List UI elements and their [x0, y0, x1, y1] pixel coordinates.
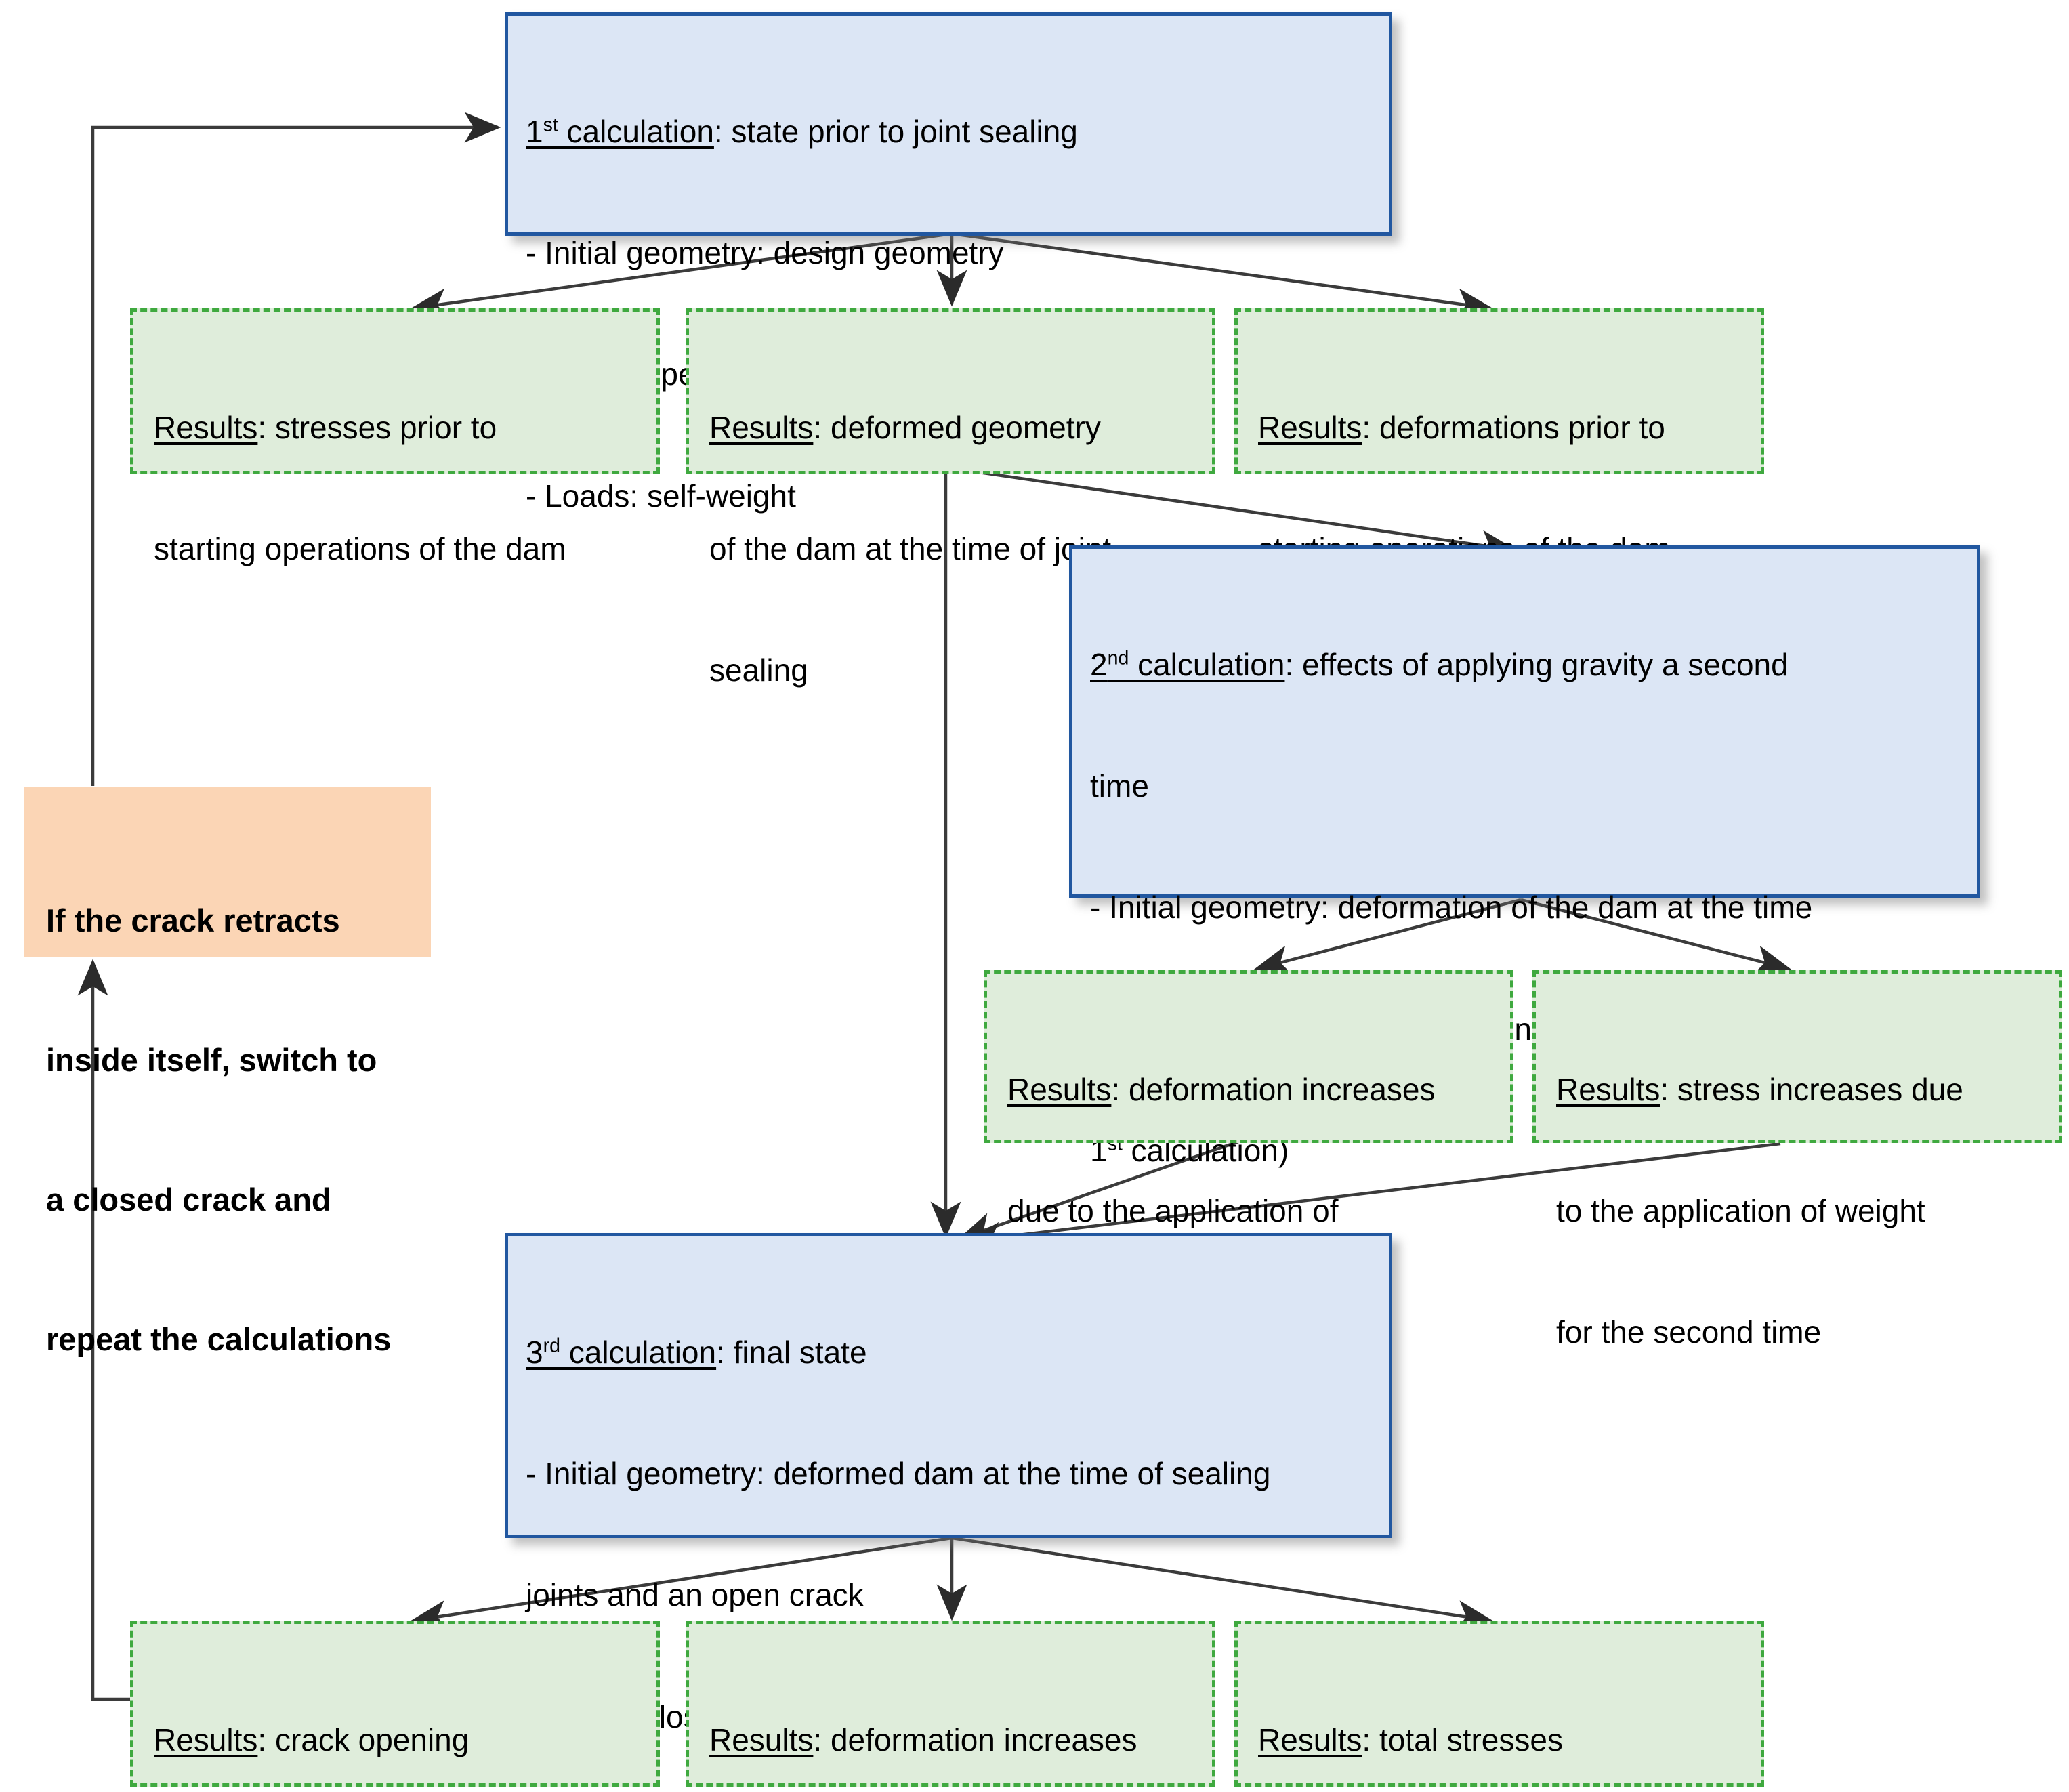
node-res1c[interactable]: Results: deformations prior to starting …	[1234, 308, 1764, 566]
calc2-line-2: - Initial geometry: deformation of the d…	[1090, 890, 1813, 925]
calc1-line-3: - Loads: self-weight	[526, 478, 796, 514]
res1a-heading-rest: : stresses prior to	[257, 409, 497, 445]
res1b-text: Results: deformed geometry of the dam at…	[709, 327, 1194, 772]
node-calc3[interactable]: 3rd calculation: final state - Initial g…	[505, 1233, 1392, 1734]
calc3-line-2: joints and an open crack	[526, 1577, 864, 1613]
res2b-text: Results: stress increases due to the app…	[1556, 988, 2041, 1434]
note-text: If the crack retracts inside itself, swi…	[46, 805, 411, 1456]
res3a-text: Results: crack opening	[154, 1639, 639, 1792]
res3c-text: Results: total stresses	[1258, 1639, 1743, 1792]
res3a-heading-rest: : crack opening	[257, 1722, 469, 1757]
res1c-heading-rest: : deformations prior to	[1362, 409, 1665, 445]
res2a-heading-rest: : deformation increases	[1111, 1071, 1436, 1107]
calc3-heading-rest: : final state	[716, 1334, 867, 1370]
res2b-lead: Results	[1556, 1071, 1660, 1107]
note-line-3: a closed crack and	[46, 1181, 331, 1217]
note-line-1: If the crack retracts	[46, 902, 340, 939]
calc3-line-1: - Initial geometry: deformed dam at the …	[526, 1455, 1271, 1491]
calc1-lead: 1st calculation	[526, 113, 714, 149]
res1b-line-2: sealing	[709, 652, 808, 688]
calc2-heading-rest: : effects of applying gravity a second	[1284, 646, 1789, 682]
res1a-text: Results: stresses prior to starting oper…	[154, 327, 639, 650]
node-res3b[interactable]: Results: deformation increases after sta…	[686, 1621, 1215, 1787]
res2b-line-1: to the application of weight	[1556, 1192, 1925, 1228]
node-calc2[interactable]: 2nd calculation: effects of applying gra…	[1069, 545, 1980, 1411]
res1a-line-1: starting operations of the dam	[154, 530, 566, 566]
res3b-lead: Results	[709, 1722, 814, 1757]
node-res3c[interactable]: Results: total stresses	[1234, 1621, 1764, 1787]
node-res1a[interactable]: Results: stresses prior to starting oper…	[130, 308, 660, 566]
note-line-2: inside itself, switch to	[46, 1042, 377, 1079]
note-line-4: repeat the calculations	[46, 1320, 392, 1357]
res3c-lead: Results	[1258, 1722, 1362, 1757]
res2a-lead: Results	[1007, 1071, 1112, 1107]
calc1-heading-rest: : state prior to joint sealing	[713, 113, 1078, 149]
res3c-heading-rest: : total stresses	[1362, 1722, 1563, 1757]
node-calc1[interactable]: 1st calculation: state prior to joint se…	[505, 12, 1392, 514]
node-note-crack-retract[interactable]: If the crack retracts inside itself, swi…	[24, 787, 431, 1357]
res2b-line-2: for the second time	[1556, 1314, 1822, 1350]
node-res1b[interactable]: Results: deformed geometry of the dam at…	[686, 308, 1215, 688]
res1b-lead: Results	[709, 409, 814, 445]
calc2-line-1: time	[1090, 768, 1149, 804]
res1b-heading-rest: : deformed geometry	[813, 409, 1101, 445]
res1a-lead: Results	[154, 409, 258, 445]
calc2-lead: 2nd calculation	[1090, 646, 1285, 682]
res3a-lead: Results	[154, 1722, 258, 1757]
res2b-heading-rest: : stress increases due	[1660, 1071, 1963, 1107]
node-res2a[interactable]: Results: deformation increases due to th…	[984, 970, 1513, 1350]
node-res3a[interactable]: Results: crack opening	[130, 1621, 660, 1787]
res2a-line-1: due to the application of	[1007, 1192, 1339, 1228]
res1c-lead: Results	[1258, 409, 1362, 445]
node-res2b[interactable]: Results: stress increases due to the app…	[1532, 970, 2062, 1350]
res3b-text: Results: deformation increases after sta…	[709, 1639, 1194, 1792]
calc3-lead: 3rd calculation	[526, 1334, 717, 1370]
res3b-heading-rest: : deformation increases	[813, 1722, 1137, 1757]
calc1-line-1: - Initial geometry: design geometry	[526, 234, 1004, 270]
